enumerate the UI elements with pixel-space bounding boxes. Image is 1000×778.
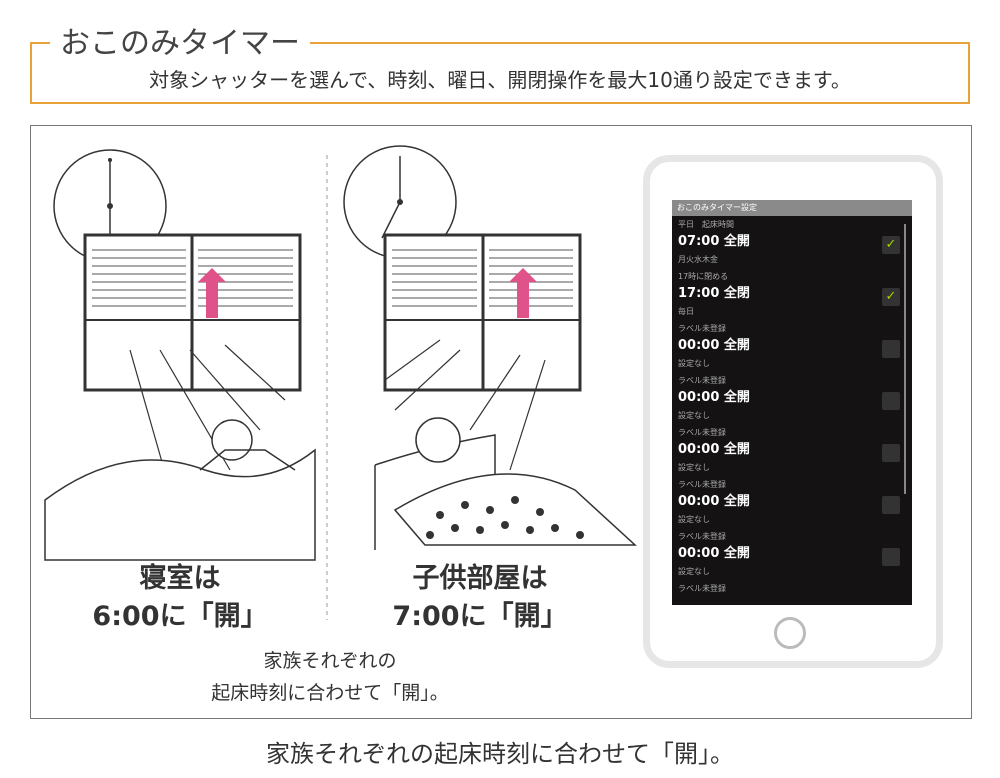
entry-days: 設定なし [678, 567, 710, 576]
page-title: おこのみタイマー [50, 18, 310, 62]
entry-days: 月火水木金 [678, 255, 718, 264]
subtitle: 対象シャッターを選んで、時刻、曜日、開閉操作を最大10通り設定できます。 [149, 68, 851, 92]
timer-entry[interactable]: ラベル未登録 00:00 全開 設定なし [672, 320, 912, 372]
kids-room-label: 子供部屋は [412, 563, 548, 594]
checkbox[interactable] [882, 496, 900, 514]
checkbox[interactable] [882, 444, 900, 462]
check-icon: ✓ [885, 237, 897, 252]
entry-time: 00:00 全開 [678, 338, 750, 353]
timer-entry[interactable]: ラベル未登録 00:00 全開 設定なし [672, 372, 912, 424]
header-box [30, 42, 970, 104]
timer-entry[interactable]: ラベル未登録 00:00 全開 設定なし [672, 424, 912, 476]
entry-time: 00:00 全開 [678, 390, 750, 405]
window-kids-room [383, 233, 582, 392]
up-arrow-icon [509, 268, 537, 318]
entry-days: 設定なし [678, 359, 710, 368]
check-icon: ✓ [885, 289, 897, 304]
checkbox-checked[interactable]: ✓ [882, 236, 900, 254]
bed-kids-room [374, 417, 637, 550]
illustration-panel [30, 125, 972, 719]
entry-label: 平日 起床時間 [678, 220, 734, 229]
entry-label: ラベル未登録 [678, 584, 726, 593]
entry-label: ラベル未登録 [678, 428, 726, 437]
entry-label: ラベル未登録 [678, 480, 726, 489]
entry-time: 00:00 全開 [678, 546, 750, 561]
home-button[interactable] [774, 617, 806, 649]
entry-time: 07:00 全開 [678, 234, 750, 249]
entry-label: ラベル未登録 [678, 532, 726, 541]
entry-time: 17:00 全閉 [678, 286, 750, 301]
bedroom-label: 寝室は [139, 563, 221, 594]
checkbox[interactable] [882, 548, 900, 566]
entry-days: 毎日 [678, 307, 694, 316]
timer-entry[interactable]: 17時に閉める 17:00 全閉 ✓ 毎日 [672, 268, 912, 320]
caption-line2: 起床時刻に合わせて「開」。 [211, 682, 449, 704]
timer-entry[interactable]: ラベル未登録 00:00 全開 設定なし [672, 476, 912, 528]
checkbox-checked[interactable]: ✓ [882, 288, 900, 306]
entry-label: 17時に閉める [678, 272, 729, 281]
entry-label: ラベル未登録 [678, 324, 726, 333]
window-bedroom [83, 233, 302, 392]
clock-icon [343, 145, 457, 259]
footer-caption: 家族それぞれの起床時刻に合わせて「開」。 [266, 740, 734, 768]
entry-time: 00:00 全開 [678, 442, 750, 457]
entry-days: 設定なし [678, 463, 710, 472]
checkbox[interactable] [882, 392, 900, 410]
up-arrow-icon [198, 268, 226, 318]
entry-label: ラベル未登録 [678, 376, 726, 385]
timer-entry[interactable]: ラベル未登録 00:00 全開 設定なし [672, 528, 912, 580]
bedroom-time: 6:00に「開」 [92, 601, 268, 632]
kids-room-time: 7:00に「開」 [392, 601, 568, 632]
bed-bedroom [44, 419, 316, 561]
screen-title: おこのみタイマー設定 [672, 200, 912, 216]
caption-line1: 家族それぞれの [263, 650, 397, 672]
entry-days: 設定なし [678, 515, 710, 524]
entry-time: 00:00 全開 [678, 494, 750, 509]
checkbox[interactable] [882, 340, 900, 358]
timer-entry[interactable]: 平日 起床時間 07:00 全開 ✓ 月火水木金 [672, 216, 912, 268]
entry-days: 設定なし [678, 411, 710, 420]
scrollbar[interactable] [904, 224, 906, 494]
